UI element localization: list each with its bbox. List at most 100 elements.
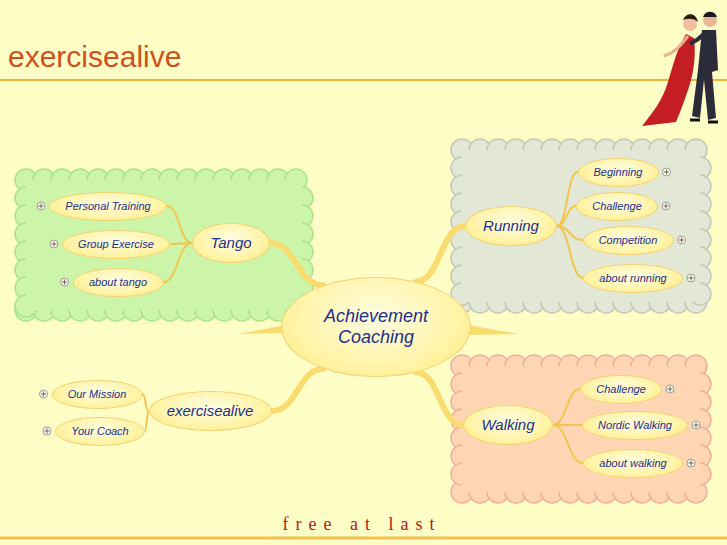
dancer-arm — [664, 36, 688, 56]
topic-text: about tango — [89, 276, 147, 289]
cloud-regions — [15, 139, 711, 503]
cloud-fill — [462, 150, 700, 302]
center-spoke — [238, 325, 286, 334]
dancer-shoes — [690, 120, 718, 122]
expand-plus — [689, 461, 694, 466]
expand-circle — [678, 236, 686, 244]
header-rule — [0, 79, 727, 81]
main-branch-line — [272, 369, 324, 411]
expand-plus — [668, 387, 673, 392]
expand-circle — [43, 427, 51, 435]
expand-icon — [61, 278, 69, 286]
sub-branch-line — [553, 389, 580, 425]
leaf-topic: Your Coach — [55, 417, 145, 446]
topic-text: Running — [483, 217, 539, 234]
central-topic: Achievement Coaching — [281, 277, 471, 377]
topic-text: Group Exercise — [78, 238, 154, 251]
expand-circle — [666, 385, 674, 393]
leaf-topic: Nordic Walking — [582, 411, 688, 440]
main-branch-line — [416, 372, 463, 425]
topic-text: Walking — [481, 416, 534, 433]
cloud-fill — [26, 180, 302, 310]
expand-icon — [687, 459, 695, 467]
expand-circle — [50, 240, 58, 248]
tango-dancers-illustration — [642, 12, 718, 126]
expand-plus — [664, 170, 669, 175]
expand-icon — [37, 202, 45, 210]
main-branch: Tango — [192, 223, 270, 263]
topic-text: about running — [599, 272, 666, 285]
topic-text: about walking — [599, 457, 666, 470]
expand-icon — [692, 421, 700, 429]
topic-text: Our Mission — [68, 388, 127, 401]
expand-plus — [41, 392, 46, 397]
expand-circle — [687, 459, 695, 467]
expand-icon — [40, 390, 48, 398]
expand-icon — [662, 202, 670, 210]
leaf-topic: Personal Training — [49, 192, 167, 221]
center-spoke — [468, 325, 518, 335]
connectors — [143, 172, 584, 463]
cloud-region — [451, 139, 711, 313]
topic-text: Personal Training — [65, 200, 150, 213]
expand-plus — [664, 204, 669, 209]
cloud-fill — [462, 366, 700, 492]
leaf-topic: Our Mission — [52, 380, 143, 409]
topic-text: Nordic Walking — [598, 419, 672, 432]
main-branch-line — [416, 226, 465, 282]
leaf-topic: Group Exercise — [62, 230, 170, 259]
main-branch: exercisealive — [149, 391, 272, 431]
leaf-topic: about walking — [583, 449, 683, 478]
expand-circle — [37, 202, 45, 210]
dancer-suit — [692, 30, 718, 120]
cloud-region — [451, 355, 711, 503]
expand-circle — [40, 390, 48, 398]
footer-slogan: free at last — [283, 514, 442, 535]
cloud-region — [15, 169, 313, 321]
dancer-hair — [703, 12, 717, 17]
expand-circle — [687, 274, 695, 282]
topic-text: Challenge — [596, 383, 646, 396]
leaf-topic: Beginning — [578, 158, 659, 187]
topic-text: Tango — [210, 234, 251, 251]
sub-branch-line — [167, 206, 192, 243]
topic-text: Achievement Coaching — [306, 306, 446, 347]
leaf-topic: about running — [583, 264, 683, 293]
expand-circle — [662, 202, 670, 210]
sub-branch-line — [143, 394, 149, 411]
expand-circle — [61, 278, 69, 286]
expand-icon — [50, 240, 58, 248]
dancer-dress — [642, 34, 695, 126]
sub-branch-line — [164, 243, 193, 282]
topic-text: Beginning — [594, 166, 643, 179]
expand-icon — [43, 427, 51, 435]
main-branch: Walking — [463, 405, 553, 445]
expand-icon — [678, 236, 686, 244]
sub-branch-line — [557, 172, 578, 226]
expand-icon — [666, 385, 674, 393]
expand-plus — [679, 238, 684, 243]
expand-icons — [37, 168, 700, 467]
dancer-hair — [683, 14, 698, 22]
expand-icon — [663, 168, 671, 176]
topic-text: Challenge — [592, 200, 642, 213]
sub-branch-line — [145, 411, 149, 431]
sub-branch-line — [557, 206, 576, 226]
expand-icon — [687, 274, 695, 282]
expand-circle — [663, 168, 671, 176]
expand-plus — [62, 280, 67, 285]
sub-branch-line — [553, 425, 583, 463]
sub-branch-line — [557, 226, 583, 278]
expand-circle — [692, 421, 700, 429]
dancer-arm — [690, 34, 704, 44]
expand-plus — [45, 429, 50, 434]
leaf-topic: Competition — [583, 226, 674, 255]
leaf-topic: about tango — [73, 268, 164, 297]
footer-rule — [0, 537, 727, 540]
topic-text: exercisealive — [167, 402, 254, 419]
expand-plus — [52, 242, 57, 247]
leaf-topic: Challenge — [576, 192, 658, 221]
expand-plus — [39, 204, 44, 209]
